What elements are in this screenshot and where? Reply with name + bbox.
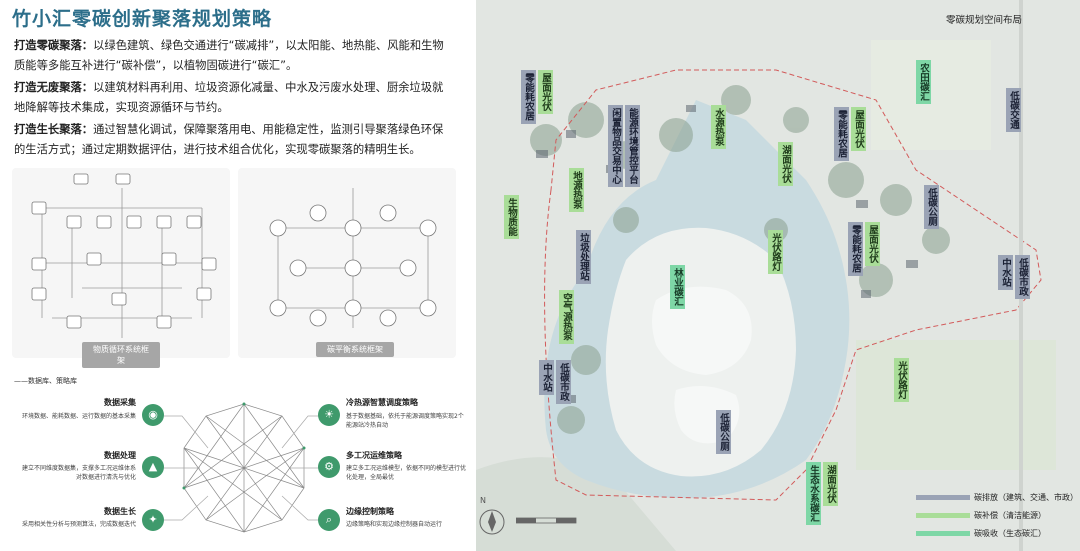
map-label: 生态水系碳汇 xyxy=(806,462,821,525)
map-label: 低碳交通 xyxy=(1006,88,1021,132)
connector-lines xyxy=(164,415,326,521)
map-label: 低碳市政 xyxy=(1015,255,1030,299)
planning-map: 零碳规划空间布局 零能耗农居 屋面光伏 闲置物品交易中心 能源环境管控平台 水源… xyxy=(476,0,1080,551)
map-label: 能源环境管控平台 xyxy=(625,105,640,187)
item-desc: 边缘策略和实现边缘控制器自动运行 xyxy=(346,521,443,528)
scale-bar xyxy=(516,517,577,524)
material-cycle-caption: 物质循环系统框架 xyxy=(82,342,160,368)
map-label: 闲置物品交易中心 xyxy=(608,105,623,187)
item-title: 多工况运维策略 xyxy=(346,451,402,460)
map-label: 湖面光伏 xyxy=(823,462,838,506)
map-label: 屋面光伏 xyxy=(851,107,866,151)
material-cycle-diagram: 物质循环系统框架 xyxy=(12,168,230,368)
database-label: ——数据库、策略库 xyxy=(14,377,77,385)
item-title: 边缘控制策略 xyxy=(346,507,394,516)
material-cycle-lines xyxy=(31,173,217,338)
map-title: 零碳规划空间布局 xyxy=(946,15,1023,26)
page-title: 竹小汇零碳创新聚落规划策略 xyxy=(12,8,273,30)
north-label: N xyxy=(480,496,486,505)
paragraph-text: 通过智慧化调试，保障聚落用电、用能稳定性，监测引导聚落绿色环保的生活方式；通过定… xyxy=(14,123,444,156)
map-label: 空气源热泵 xyxy=(559,290,574,344)
wifi-icon: ◉ xyxy=(142,404,164,426)
map-label: 零能耗农居 xyxy=(834,107,849,161)
legend-swatch xyxy=(916,495,970,500)
item-desc: 建立不同维度数据集，支撑多工况运维体系对数据进行清洗与优化 xyxy=(21,465,136,481)
item-desc: 环境数据、能耗数据、运行数据的基本采集 xyxy=(21,413,136,420)
gear-icon: ⚙ xyxy=(318,456,340,478)
paragraph-label: 打造零碳聚落： xyxy=(14,39,94,52)
paragraph-zero-waste: 打造无废聚落：以建筑材料再利用、垃圾资源化减量、中水及污废水处理、厨余垃圾就地降… xyxy=(14,78,454,118)
paragraph-label: 打造无废聚落： xyxy=(14,81,94,94)
map-label: 零能耗农居 xyxy=(848,222,863,276)
map-label: 农田碳汇 xyxy=(916,60,931,104)
map-label: 屋面光伏 xyxy=(865,222,880,266)
legend-text: 碳吸收（生态碳汇） xyxy=(974,529,1046,538)
legend-item-absorption: 碳吸收（生态碳汇） xyxy=(916,528,1046,539)
map-label: 低碳公厕 xyxy=(924,185,939,229)
paragraph-text: 以建筑材料再利用、垃圾资源化减量、中水及污废水处理、厨余垃圾就地降解等技术集成，… xyxy=(14,81,444,114)
legend-swatch xyxy=(916,531,970,536)
carbon-balance-caption: 碳平衡系统框架 xyxy=(316,342,394,357)
carbon-balance-diagram: 碳平衡系统框架 xyxy=(238,168,456,358)
map-label: 地源热泵 xyxy=(569,168,584,212)
map-label: 低碳公厕 xyxy=(716,410,731,454)
item-title: 数据生长 xyxy=(104,507,136,516)
map-label: 零能耗农居 xyxy=(521,70,536,124)
strategy-items-right: ☀ 冷热源智慧调度策略 基于数据基础，依托于能源调度策略实现2个能源站冷热自动 … xyxy=(318,392,468,542)
paragraph-growth: 打造生长聚落：通过智慧化调试，保障聚落用电、用能稳定性，监测引导聚落绿色环保的生… xyxy=(14,120,454,160)
map-label: 低碳市政 xyxy=(556,360,571,404)
item-title: 冷热源智慧调度策略 xyxy=(346,398,418,407)
map-label: 光伏路灯 xyxy=(768,230,783,274)
carbon-balance-lines xyxy=(269,188,437,328)
paragraph-zero-carbon: 打造零碳聚落：以绿色建筑、绿色交通进行“碳减排”，以太阳能、地热能、风能和生物质… xyxy=(14,36,454,76)
legend-item-emission: 碳排放（建筑、交通、市政） xyxy=(916,492,1078,503)
paragraph-text: 以绿色建筑、绿色交通进行“碳减排”，以太阳能、地热能、风能和生物质能等多能互补进… xyxy=(14,39,444,72)
item-title: 数据采集 xyxy=(104,398,136,407)
search-icon: ⌕ xyxy=(318,509,340,531)
chart-icon: ▲ xyxy=(142,456,164,478)
paragraph-label: 打造生长聚落： xyxy=(14,123,94,136)
item-desc: 建立多工况运维模型，依据不同的模型进行优化处理，全局最优 xyxy=(346,465,467,481)
north-arrow-icon xyxy=(479,509,505,535)
item-desc: 基于数据基础，依托于能源调度策略实现2个能源站冷热自动 xyxy=(346,413,464,429)
map-label: 屋面光伏 xyxy=(538,70,553,114)
data-network-graphic xyxy=(182,402,306,533)
map-label: 垃圾处理站 xyxy=(576,230,591,284)
map-label: 生物质能 xyxy=(504,195,519,239)
legend-item-compensation: 碳补偿（清洁能源） xyxy=(916,510,1046,521)
map-label: 光伏路灯 xyxy=(894,358,909,402)
growth-icon: ✦ xyxy=(142,509,164,531)
map-label: 林业碳汇 xyxy=(670,265,685,309)
map-label: 中水站 xyxy=(998,255,1013,290)
item-title: 数据处理 xyxy=(104,451,136,460)
legend-text: 碳补偿（清洁能源） xyxy=(974,511,1046,520)
map-label: 湖面光伏 xyxy=(778,142,793,186)
map-base xyxy=(476,0,1080,551)
map-label: 中水站 xyxy=(539,360,554,395)
map-label: 水源热泵 xyxy=(711,105,726,149)
legend-swatch xyxy=(916,513,970,518)
item-desc: 采用相关性分析与预测算法，完成数据迭代 xyxy=(21,521,136,528)
data-items-left: 数据采集 环境数据、能耗数据、运行数据的基本采集 ◉ 数据处理 建立不同维度数据… xyxy=(14,392,164,542)
energy-icon: ☀ xyxy=(318,404,340,426)
legend-text: 碳排放（建筑、交通、市政） xyxy=(974,493,1078,502)
